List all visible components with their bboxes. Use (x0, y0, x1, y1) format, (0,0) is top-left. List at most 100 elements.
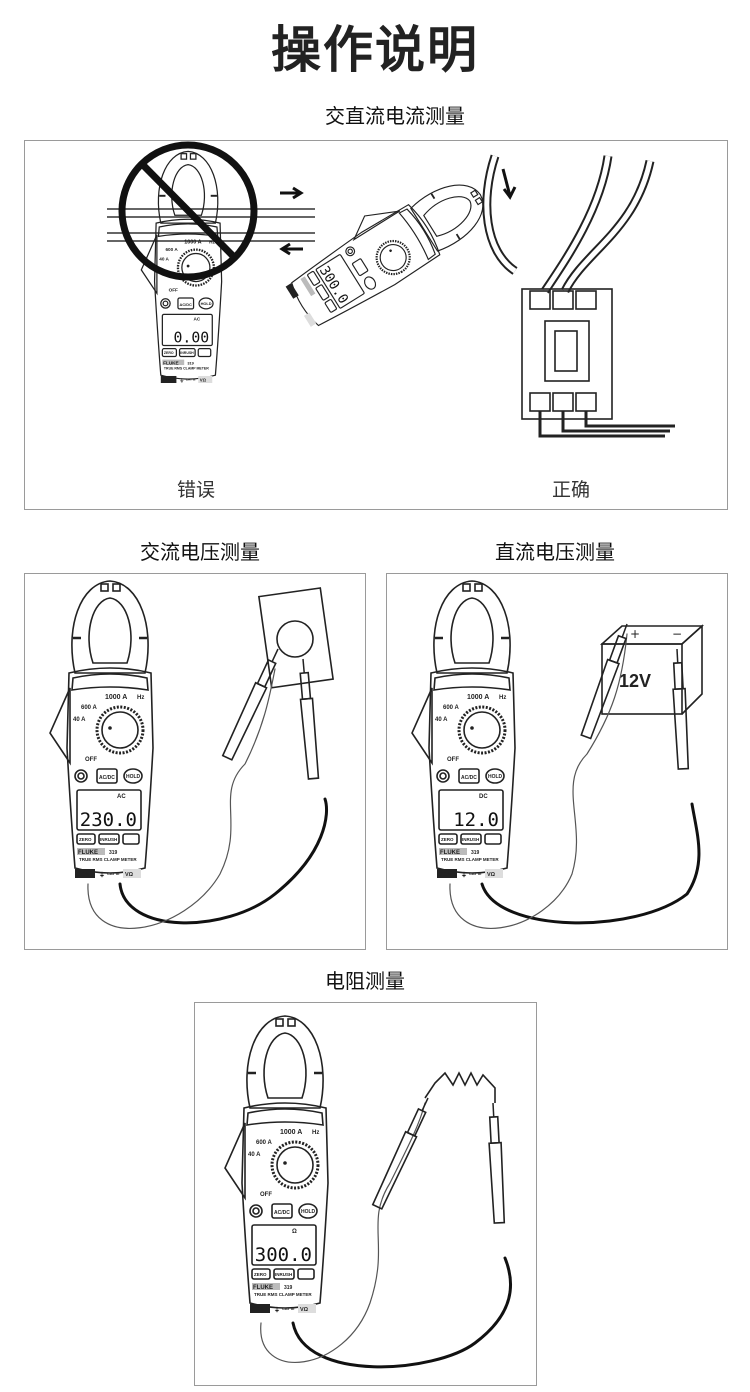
lcd-reading: 230.0 (80, 809, 137, 831)
arrow-right-icon (280, 186, 304, 200)
test-lead (87, 668, 276, 929)
svg-text:TRUE RMS CLAMP METER: TRUE RMS CLAMP METER (164, 367, 209, 371)
arrow-left-icon (279, 242, 303, 256)
svg-text:⏚: ⏚ (180, 377, 185, 384)
lcd-display (76, 789, 142, 831)
test-probe (221, 648, 279, 761)
rotary-dial (457, 705, 507, 755)
svg-text:40 A: 40 A (159, 257, 169, 262)
svg-text:AC: AC (194, 317, 201, 322)
resistor (424, 1071, 496, 1103)
test-lead (118, 797, 329, 925)
wrong-label: 错误 (176, 479, 216, 501)
meter-body (428, 667, 516, 874)
test-lead (291, 1256, 512, 1369)
lcd-display (438, 789, 504, 831)
svg-text:FLUKE: FLUKE (78, 850, 98, 856)
meter-body (291, 203, 441, 327)
svg-text:600 A: 600 A (443, 705, 459, 711)
svg-text:COM: COM (77, 872, 90, 878)
meter-body (153, 218, 223, 380)
svg-text:INRUSH: INRUSH (100, 837, 117, 842)
test-probe (371, 1097, 429, 1210)
svg-text:600 A: 600 A (165, 247, 178, 252)
svg-text:+: + (630, 627, 640, 641)
svg-text:OFF: OFF (169, 288, 178, 293)
clamp-jaw (71, 580, 149, 674)
svg-text:AC/DC: AC/DC (274, 1210, 290, 1216)
svg-text:40 A: 40 A (435, 717, 448, 723)
test-probe (672, 648, 690, 770)
rotary-dial (95, 705, 145, 755)
svg-text:COM: COM (252, 1307, 265, 1313)
clamp-jaw (410, 184, 484, 252)
clamp-jaw (157, 150, 219, 224)
arrow-down-icon (501, 168, 517, 200)
svg-text:AC/DC: AC/DC (461, 775, 477, 781)
svg-text:FLUKE: FLUKE (253, 1285, 273, 1291)
test-lead (480, 802, 701, 925)
svg-text:OFF: OFF (85, 757, 97, 763)
rotary-dial (375, 239, 411, 276)
rotary-dial (270, 1140, 320, 1190)
svg-text:TRUE RMS CLAMP METER: TRUE RMS CLAMP METER (254, 1292, 312, 1297)
svg-text:40 A: 40 A (73, 717, 86, 723)
svg-text:VΩ: VΩ (125, 872, 134, 878)
svg-text:⏚: ⏚ (274, 1307, 280, 1314)
svg-text:VΩ: VΩ (487, 872, 496, 878)
svg-text:319: 319 (471, 850, 480, 856)
prohibited-icon (118, 141, 258, 281)
section-heading-resistance: 电阻测量 (325, 969, 405, 993)
svg-text:VΩ: VΩ (200, 377, 207, 382)
lcd-reading: 12.0 (453, 809, 499, 831)
svg-text:1000 A: 1000 A (184, 239, 201, 245)
svg-text:DC: DC (479, 794, 488, 800)
svg-text:600 A: 600 A (256, 1140, 272, 1146)
lcd-display (251, 1224, 317, 1266)
svg-text:319: 319 (284, 1285, 293, 1291)
svg-text:1000 A: 1000 A (280, 1129, 302, 1136)
svg-text:CAT III: CAT III (107, 871, 119, 876)
test-lead (449, 633, 628, 929)
svg-text:40 A: 40 A (248, 1152, 261, 1158)
meter-body (66, 667, 154, 874)
battery-label: 12V (619, 671, 651, 691)
svg-text:FLUKE: FLUKE (163, 360, 179, 365)
meter-body (241, 1102, 329, 1309)
lcd-reading: 300.0 (255, 1244, 312, 1266)
svg-text:INRUSH: INRUSH (462, 837, 479, 842)
svg-text:INRUSH: INRUSH (180, 351, 194, 355)
svg-text:HOLD: HOLD (488, 774, 503, 780)
svg-text:HOLD: HOLD (126, 774, 141, 780)
svg-text:COM: COM (439, 872, 452, 878)
svg-text:AC: AC (117, 794, 126, 800)
circuit-breaker (521, 288, 613, 420)
test-lead (260, 1102, 426, 1363)
svg-text:INRUSH: INRUSH (275, 1272, 292, 1277)
svg-text:AC/DC: AC/DC (180, 302, 193, 307)
svg-text:HOLD: HOLD (201, 301, 212, 306)
section-heading-dc-voltage: 直流电压测量 (495, 540, 615, 564)
svg-text:TRUE RMS CLAMP METER: TRUE RMS CLAMP METER (79, 857, 137, 862)
svg-text:CAT III: CAT III (186, 378, 196, 382)
section-heading-ac-voltage: 交流电压测量 (140, 540, 260, 564)
svg-text:Hz: Hz (209, 239, 215, 244)
svg-text:1000 A: 1000 A (105, 694, 127, 701)
svg-text:Hz: Hz (312, 1130, 319, 1136)
svg-text:⏚: ⏚ (99, 872, 105, 879)
svg-text:⏚: ⏚ (461, 872, 467, 879)
svg-text:HOLD: HOLD (301, 1209, 316, 1215)
svg-text:Hz: Hz (137, 695, 144, 701)
svg-text:Ω: Ω (292, 1229, 297, 1235)
lcd-display (161, 313, 213, 347)
svg-text:VΩ: VΩ (300, 1307, 309, 1313)
